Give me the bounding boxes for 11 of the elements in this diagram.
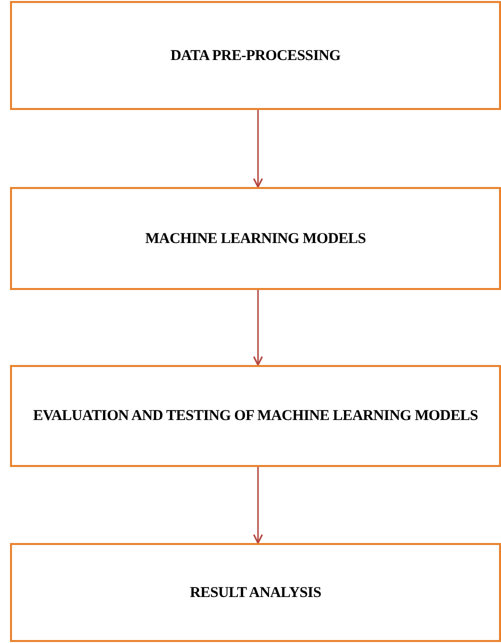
arrow <box>253 467 263 544</box>
arrow <box>253 290 263 366</box>
process-box <box>10 365 501 467</box>
process-box <box>10 187 501 290</box>
step-label: DATA PRE-PROCESSING <box>169 46 342 64</box>
process-box <box>10 543 501 642</box>
process-box <box>10 1 501 110</box>
arrow <box>253 110 263 188</box>
step-label: MACHINE LEARNING MODELS <box>144 230 367 248</box>
step-label: EVALUATION AND TESTING OF MACHINE LEARNING MODELS <box>32 407 479 425</box>
step-label: RESULT ANALYSIS <box>188 584 322 602</box>
